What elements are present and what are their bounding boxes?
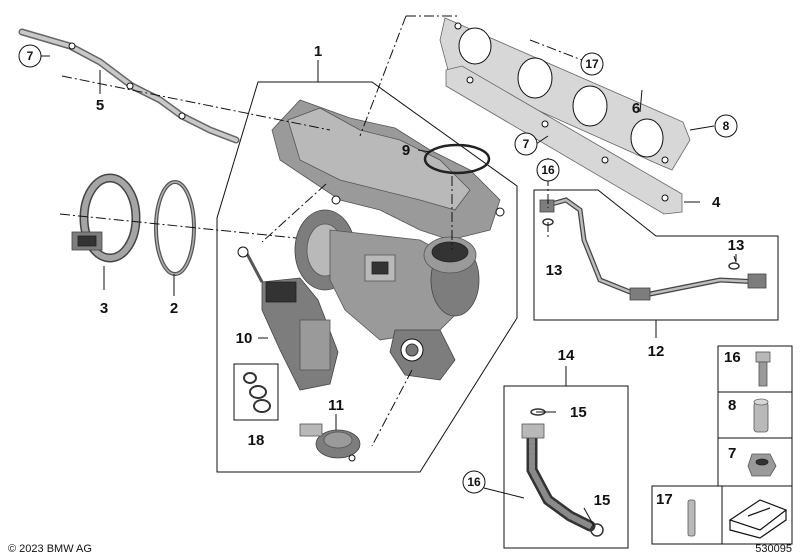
label-13a: 13 [546,262,563,279]
callout-circle-16a [536,158,560,182]
legend-label-7: 7 [728,445,736,462]
copyright-text: © 2023 BMW AG [8,543,92,555]
diagram-id: 530095 [755,543,792,555]
label-11: 11 [328,397,344,414]
label-6: 6 [632,100,640,117]
callout-circle-17 [580,52,604,76]
callout-circle-16b [462,470,486,494]
label-3: 3 [100,300,108,317]
reference-lines [40,15,737,447]
callout-circle-8 [714,114,738,138]
label-12: 12 [648,343,665,360]
nut-7-icon [747,453,777,477]
sleeve-8-icon [753,398,769,433]
legend-label-8: 8 [728,397,736,414]
heat-shield[interactable] [445,65,683,215]
turbocharger-assembly-frame [216,81,518,473]
sensor-11[interactable] [299,423,361,462]
label-7a: 7 [27,49,34,63]
gasket-strip[interactable] [18,28,240,144]
label-13b: 13 [728,237,745,254]
o-ring-set-frame [233,363,279,421]
label-7b: 7 [523,137,530,151]
label-18: 18 [248,432,265,449]
callout-circle-7a [18,44,42,68]
label-17: 17 [585,57,599,71]
label-15b: 15 [594,492,611,509]
label-15a: 15 [570,404,587,421]
oil-line-frame [533,189,779,321]
label-4: 4 [712,194,721,211]
label-10: 10 [236,330,253,347]
turbo-gasket-ring[interactable] [423,143,491,175]
bolt-16-icon [755,351,771,387]
label-9: 9 [402,142,410,159]
package-arrow-icon [728,499,788,539]
exhaust-manifold-gasket[interactable] [439,17,691,171]
sealing-ring-2[interactable] [154,180,196,276]
wastegate-actuator[interactable] [237,246,339,391]
label-1: 1 [314,43,322,60]
label-16a: 16 [541,163,555,177]
label-5: 5 [96,97,104,114]
turbocharger[interactable] [271,99,505,381]
legend-label-16: 16 [724,349,741,366]
oil-return-line[interactable] [521,408,604,537]
legend-label-17: 17 [656,491,673,508]
label-2: 2 [170,300,178,317]
label-16b: 16 [467,475,481,489]
small-parts-legend [651,345,793,545]
label-14: 14 [558,347,575,364]
v-band-clamp[interactable] [71,173,141,263]
leader-lines [99,70,737,527]
stud-17-icon [687,499,696,537]
oil-feed-line[interactable] [539,197,767,301]
label-8: 8 [723,119,730,133]
callout-circle-7b [514,132,538,156]
oil-return-frame [503,385,629,549]
